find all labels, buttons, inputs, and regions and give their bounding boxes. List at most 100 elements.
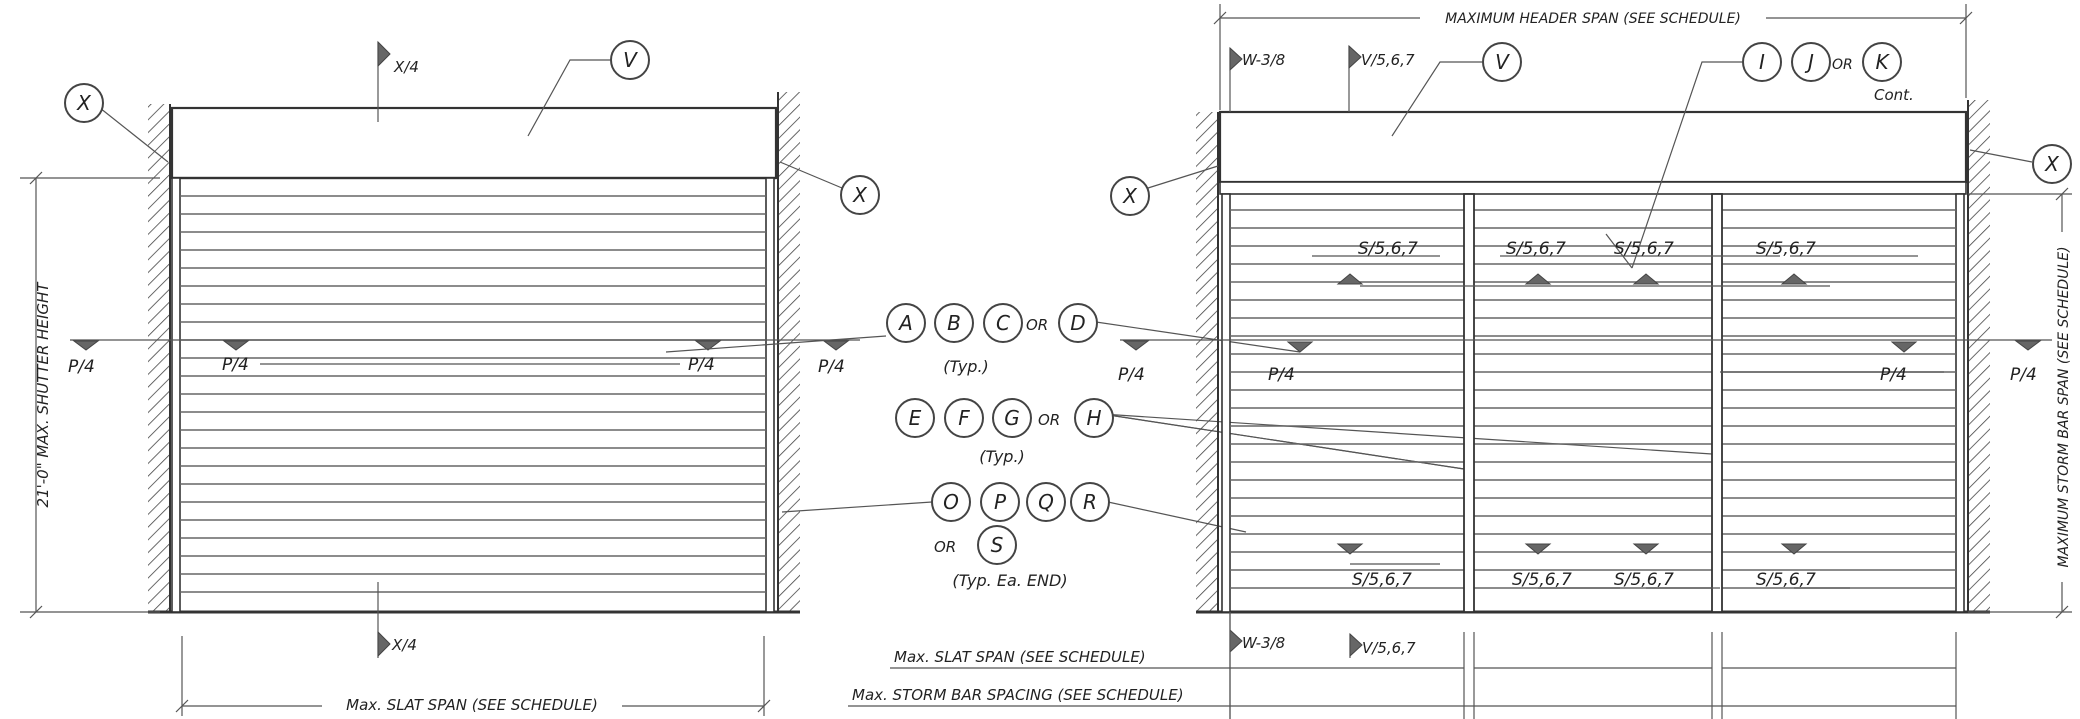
- slat-or-label: OR: [1026, 316, 1048, 334]
- left-wall-callout-left: X: [64, 83, 169, 163]
- left-p-markers: P/4 P/4 P/4 P/4: [68, 339, 860, 377]
- bubble-g: G: [1004, 406, 1020, 430]
- s-bottom-4: S/5,6,7: [1756, 570, 1816, 590]
- right-p-markers: P/4 P/4 P/4 P/4: [1118, 339, 2060, 385]
- bubble-s: S: [991, 533, 1004, 557]
- weld-flag-icon: [1229, 46, 1243, 72]
- bubble-f: F: [958, 406, 970, 430]
- left-bubble-x-left: X: [76, 91, 92, 115]
- left-guide-left: [171, 177, 181, 613]
- section-flag-icon: [377, 40, 391, 68]
- header-span-label: MAXIMUM HEADER SPAN (SEE SCHEDULE): [1445, 11, 1741, 27]
- right-bubble-x-right: X: [2044, 152, 2060, 176]
- right-bubble-v: V: [1495, 50, 1510, 74]
- bubble-k: K: [1875, 50, 1890, 74]
- left-p-marker-2: P/4: [222, 355, 249, 375]
- v-top-label: V/5,6,7: [1361, 51, 1415, 69]
- bubble-c: C: [996, 311, 1010, 335]
- right-slat-span-label: Max. SLAT SPAN (SEE SCHEDULE): [894, 648, 1146, 666]
- bar-callout-group: E F G OR H (Typ.): [895, 398, 1114, 466]
- center-callouts: A B C OR D (Typ.) E F G OR H (Typ.): [665, 303, 1713, 590]
- left-bubble-v: V: [623, 48, 638, 72]
- ijk-or-label: OR: [1832, 57, 1853, 73]
- bubble-p: P: [994, 490, 1007, 514]
- left-wall-hatch-left: [148, 104, 170, 612]
- right-wall-callout-left: X: [1110, 165, 1219, 216]
- right-p-marker-2: P/4: [1268, 365, 1295, 385]
- bubble-b: B: [947, 311, 961, 335]
- storm-bar-spacing-label: Max. STORM BAR SPACING (SEE SCHEDULE): [852, 686, 1184, 704]
- right-header-sill: [1219, 181, 1967, 195]
- left-wall-callout-right: X: [779, 161, 880, 215]
- storm-bar-1: [1463, 193, 1475, 613]
- left-wall-hatch-right: [778, 92, 800, 612]
- bubble-r: R: [1083, 490, 1097, 514]
- left-section-top-label: X/4: [393, 58, 419, 76]
- right-bottom-dimensions: Max. SLAT SPAN (SEE SCHEDULE) Max. STORM…: [848, 612, 1957, 719]
- left-height-dimension: 21'-0" MAX. SHUTTER HEIGHT: [20, 171, 160, 619]
- right-elevation: [1196, 100, 1990, 614]
- end-callout-group: O P Q R OR S (Typ. Ea. END): [931, 482, 1110, 590]
- right-bottom-markers: W-3/8 V/5,6,7: [1229, 612, 1416, 719]
- bubble-h: H: [1086, 406, 1101, 430]
- left-section-bottom-label: X/4: [391, 636, 417, 654]
- left-guide-right: [765, 177, 775, 613]
- weld-bottom-label: W-3/8: [1242, 634, 1285, 652]
- bubble-o: O: [943, 490, 959, 514]
- s-top-2: S/5,6,7: [1506, 239, 1566, 259]
- right-header-box: [1218, 110, 1968, 184]
- left-bubble-x-right: X: [852, 183, 868, 207]
- bar-or-label: OR: [1038, 411, 1060, 429]
- end-or-label: OR: [934, 538, 956, 556]
- left-slat-curtain: [180, 195, 766, 593]
- storm-bar-callout: I J OR K Cont.: [1605, 42, 1914, 269]
- right-header-span-dimension: MAXIMUM HEADER SPAN (SEE SCHEDULE): [1213, 4, 1973, 110]
- right-wall-hatch-left: [1196, 112, 1218, 612]
- right-wall-hatch-right: [1968, 100, 1990, 612]
- bubble-i: I: [1759, 50, 1765, 74]
- right-guide-left: [1221, 193, 1231, 613]
- end-typ-label: (Typ. Ea. END): [952, 571, 1067, 590]
- s-markers-bottom: S/5,6,7 S/5,6,7 S/5,6,7 S/5,6,7: [1336, 543, 1850, 590]
- left-p-marker-3: P/4: [688, 355, 715, 375]
- s-top-4: S/5,6,7: [1756, 239, 1816, 259]
- right-bubble-x-left: X: [1122, 184, 1138, 208]
- v-flag-icon: [1348, 44, 1362, 70]
- left-p-marker-1: P/4: [68, 357, 95, 377]
- s-bottom-3: S/5,6,7: [1614, 570, 1674, 590]
- right-slat-curtain: [1230, 209, 1956, 589]
- left-p-marker-4: P/4: [818, 357, 845, 377]
- s-top-3: S/5,6,7: [1614, 239, 1674, 259]
- storm-bar-span-dimension: MAXIMUM STORM BAR SPAN (SEE SCHEDULE): [1968, 187, 2074, 619]
- v-bottom-label: V/5,6,7: [1362, 639, 1416, 657]
- right-guide-right: [1955, 193, 1965, 613]
- left-elevation: [148, 92, 800, 614]
- right-wall-callout-right: X: [1969, 144, 2072, 184]
- left-height-label: 21'-0" MAX. SHUTTER HEIGHT: [34, 281, 52, 508]
- bar-typ-label: (Typ.): [979, 447, 1025, 466]
- cont-label: Cont.: [1874, 86, 1914, 104]
- right-top-markers: W-3/8 V/5,6,7 V: [1229, 42, 1522, 137]
- storm-bar-span-label: MAXIMUM STORM BAR SPAN (SEE SCHEDULE): [2056, 246, 2072, 567]
- weld-top-label: W-3/8: [1242, 51, 1285, 69]
- bubble-j: J: [1804, 50, 1814, 74]
- right-p-marker-4: P/4: [2010, 365, 2037, 385]
- left-slat-span-label: Max. SLAT SPAN (SEE SCHEDULE): [346, 696, 598, 714]
- bubble-a: A: [897, 311, 913, 335]
- storm-bar-2: [1711, 193, 1723, 613]
- slat-typ-label: (Typ.): [943, 357, 989, 376]
- bubble-e: E: [909, 406, 922, 430]
- section-flag-icon: [377, 630, 391, 658]
- left-section-marker-top: X/4: [377, 40, 419, 122]
- s-bottom-1: S/5,6,7: [1352, 570, 1412, 590]
- left-header-box: [170, 106, 778, 180]
- s-bottom-2: S/5,6,7: [1512, 570, 1572, 590]
- left-header-callout: V: [527, 40, 650, 137]
- right-p-marker-3: P/4: [1880, 365, 1907, 385]
- bubble-d: D: [1070, 311, 1085, 335]
- left-section-marker-bottom: X/4: [377, 582, 417, 658]
- bubble-q: Q: [1038, 490, 1054, 514]
- slat-callout-group: A B C OR D (Typ.): [886, 303, 1098, 376]
- left-slat-span-dimension: Max. SLAT SPAN (SEE SCHEDULE): [175, 636, 771, 716]
